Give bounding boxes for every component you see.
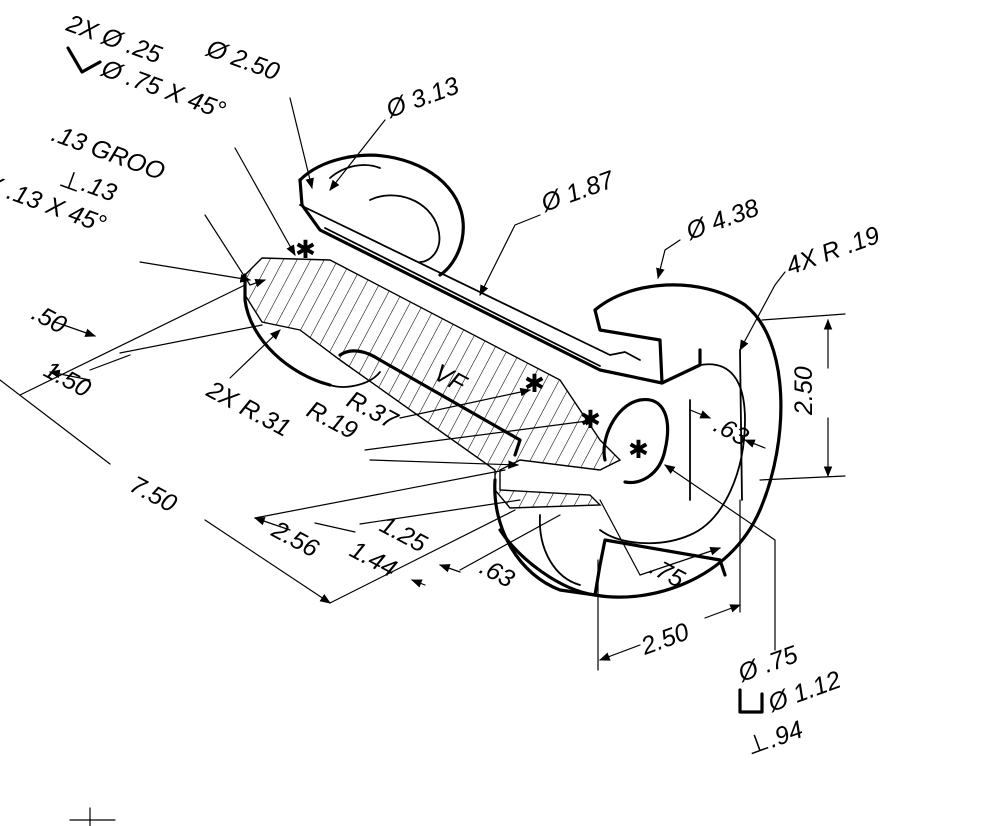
dim-063-flange: .63 [709, 411, 753, 452]
front-flange-outer [498, 283, 783, 599]
annotations: 2X Ø .25 Ø .75 X 45° Ø 2.50 Ø 3.13 .13 G… [0, 9, 884, 761]
dim-250-height: 2.50 [790, 366, 818, 416]
section-hatch-upper [244, 257, 622, 509]
crop-mark [69, 807, 116, 826]
dim-750: 7.50 [125, 471, 181, 519]
shaft-inner-line [324, 227, 601, 367]
radius-4x-callout: 4X R .19 [782, 221, 883, 281]
front-flange-inner-rim [599, 363, 746, 545]
counterbore-pocket [602, 398, 670, 485]
dim-075: .75 [645, 553, 689, 594]
front-lower-rim [539, 514, 581, 586]
countersink-symbol [66, 46, 102, 74]
dim-250-width: 2.50 [637, 618, 693, 661]
front-flange-edge [739, 349, 743, 501]
counterbore-symbol [738, 688, 764, 714]
chamfer-holes-csk: Ø .75 X 45° [97, 54, 229, 125]
dim-063: .63 [475, 553, 519, 594]
leader-lines [139, 97, 786, 651]
dim-256: 2.56 [266, 515, 323, 563]
dia-187-callout: Ø 1.87 [537, 165, 619, 218]
dim-050: .50 [27, 299, 71, 340]
keyway-slot [338, 349, 522, 457]
dimension-lines [0, 284, 846, 671]
dia-438-callout: Ø 4.38 [682, 194, 763, 246]
rear-lower-flange [243, 273, 332, 387]
cbore-depth-callout: .94 [764, 715, 806, 753]
dia-313-callout: Ø 3.13 [382, 72, 463, 124]
svg-text:✱: ✱ [524, 370, 545, 398]
dia-250-callout: Ø 2.50 [202, 34, 283, 86]
fillet-2x-callout: 2X R.31 [201, 375, 295, 443]
shaft-groove-line [299, 204, 641, 361]
svg-text:✱: ✱ [295, 236, 316, 264]
front-flange-step [593, 308, 664, 385]
front-lower-flange [493, 478, 597, 597]
rear-flange-rim [329, 164, 381, 179]
rear-flange-inner [369, 194, 441, 263]
rear-upper-flange [298, 153, 465, 277]
rear-lower-rim [329, 371, 381, 388]
svg-text:✱: ✱ [628, 436, 649, 464]
